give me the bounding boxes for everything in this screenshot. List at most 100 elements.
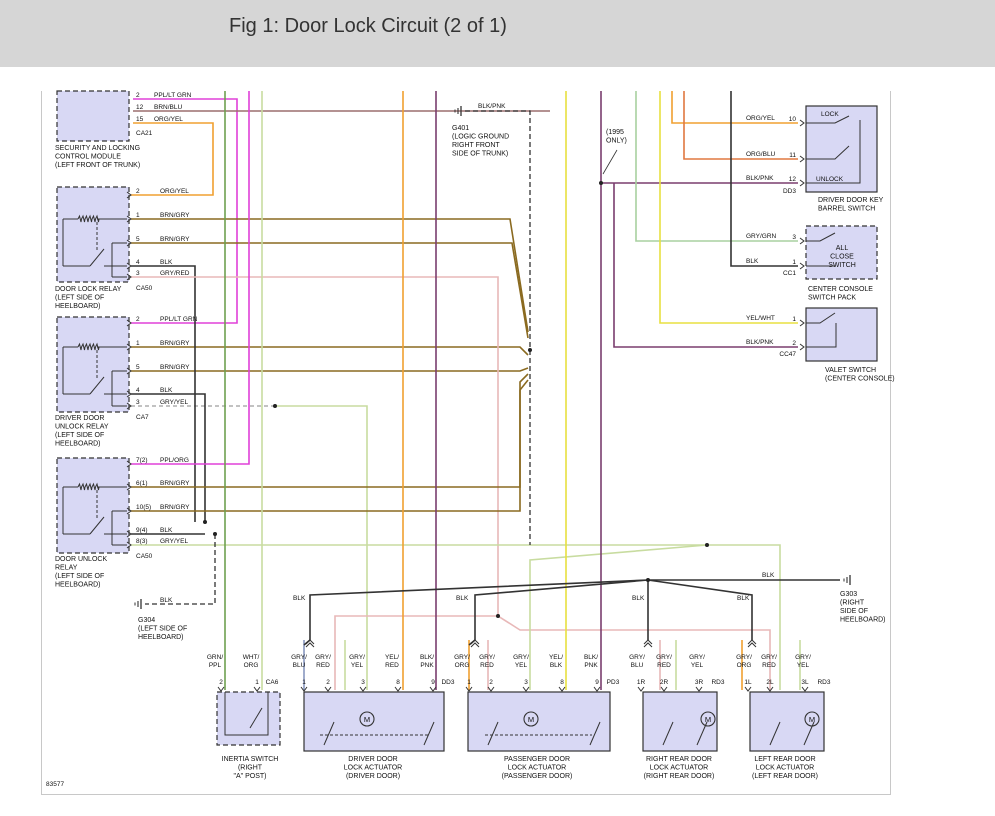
connector-arc	[305, 642, 315, 648]
center-console-caption: SWITCH PACK	[808, 295, 856, 302]
lr-actuator-connector-label: RD3	[817, 679, 830, 686]
driver-unlock-relay-wire-label: BRN/GRY	[160, 340, 190, 347]
key-barrel-connector-label: DD3	[783, 188, 796, 195]
wire-brn-gry	[131, 242, 529, 339]
passenger-door-actuator	[467, 691, 611, 752]
bottom-wire-label: RED	[657, 662, 671, 669]
key-barrel-pin-arrow	[799, 179, 805, 187]
left-rear-door-actuator-switch-blade	[769, 721, 781, 746]
bottom-pin-number: 1	[467, 679, 471, 686]
door-lock-relay-pin-arrow	[126, 273, 132, 281]
splice-dot	[705, 543, 709, 547]
key-switch-lead	[806, 120, 861, 184]
bottom-wire-label: RED	[762, 662, 776, 669]
ca21-pin-number: 12	[136, 104, 144, 111]
right-rear-door-actuator-motor-icon	[700, 711, 716, 727]
bottom-pin-number: 2	[326, 679, 330, 686]
bottom-wire-label: YEL	[797, 662, 810, 669]
wire-blk	[647, 579, 753, 640]
driver-unlock-relay-pin-number: 1	[136, 340, 140, 347]
security-module-caption: SECURITY AND LOCKING	[55, 145, 140, 152]
security-module	[56, 90, 130, 142]
door-unlock-relay-pin-number: 6(1)	[136, 480, 148, 487]
door-unlock-relay-pin-number: 8(3)	[136, 538, 148, 545]
door-unlock-relay-wire-label: BRN/GRY	[160, 504, 190, 511]
passenger-door-actuator-motor-icon	[523, 711, 539, 727]
bottom-wire-label: GRY/	[291, 654, 307, 661]
bottom-pin-arrow	[660, 686, 668, 692]
bottom-pin-arrow	[465, 686, 473, 692]
valet-wire-label: BLK/PNK	[746, 339, 774, 346]
bottom-pin-number: 1	[255, 679, 259, 686]
wire-gry-yel	[707, 544, 781, 690]
bottom-wire-label: BLK/	[584, 654, 598, 661]
bottom-wire-label: YEL	[515, 662, 528, 669]
bottom-pin-arrow	[359, 686, 367, 692]
wire-ppl-lt-grn	[131, 98, 238, 324]
header-bar: Fig 1: Door Lock Circuit (2 of 1)	[0, 0, 995, 67]
bottom-wire-label: GRY/	[656, 654, 672, 661]
bottom-pin-arrow	[593, 686, 601, 692]
driver-unlock-relay-pin-number: 3	[136, 399, 140, 406]
connector-arc	[305, 639, 315, 645]
connector-arc	[747, 642, 757, 648]
connector-arc	[470, 642, 480, 648]
wire-blk-pnk-logic	[465, 110, 531, 350]
driver-unlock-relay-pin-number: 4	[136, 387, 140, 394]
right-rear-actuator-caption: LOCK ACTUATOR	[650, 765, 708, 772]
bottom-wire-label: RED	[385, 662, 399, 669]
wire-gry-red	[131, 276, 771, 690]
g304-caption: G304	[138, 617, 155, 624]
bottom-pin-number: 2R	[660, 679, 669, 686]
bottom-pin-arrow	[300, 686, 308, 692]
bottom-pin-arrow	[522, 686, 530, 692]
bottom-pin-arrow	[766, 686, 774, 692]
all-close-connector-label: CC1	[783, 270, 796, 277]
bottom-pin-number: 9	[595, 679, 599, 686]
wire-org-blu	[683, 91, 798, 160]
door-lock-relay-pin-arrow	[126, 239, 132, 247]
driver-unlock-relay-caption: (LEFT SIDE OF	[55, 432, 104, 439]
bottom-pin-number: 3R	[695, 679, 704, 686]
passenger-actuator-caption: (PASSENGER DOOR)	[502, 773, 573, 780]
right-rear-actuator-caption: (RIGHT REAR DOOR)	[644, 773, 715, 780]
driver-unlock-relay-wire-label: PPL/LT GRN	[160, 316, 198, 323]
all-close-switch-label: SWITCH	[828, 262, 856, 269]
g303-caption: (RIGHT	[840, 600, 865, 607]
bus-wire-label: BLK	[737, 595, 750, 602]
bottom-pin-number: 3L	[801, 679, 809, 686]
driver-unlock-relay-switch-blade	[89, 376, 105, 395]
bottom-wire-label: RED	[316, 662, 330, 669]
wire-blk-g304	[145, 534, 216, 605]
inertia-switch-blade	[249, 707, 263, 729]
passenger-actuator-caption: PASSENGER DOOR	[504, 756, 570, 763]
wire-gry-yel	[275, 405, 368, 690]
valet-switch-caption: (CENTER CONSOLE)	[825, 376, 895, 383]
driver-door-actuator-switch-blade	[423, 721, 435, 746]
bottom-wire-label: BLK	[550, 662, 563, 669]
driver-door-actuator-switch-blade	[323, 721, 335, 746]
all-close-pin-arrow	[799, 237, 805, 245]
bottom-wire-label: ORG	[244, 662, 259, 669]
door-lock-relay-pin-arrow	[126, 191, 132, 199]
wire-ppl-org	[131, 91, 250, 465]
door-lock-relay-pin-arrow	[126, 262, 132, 270]
bottom-pin-number: 9	[431, 679, 435, 686]
left-rear-actuator-caption: (LEFT REAR DOOR)	[752, 773, 818, 780]
door-unlock-relay-caption: RELAY	[55, 565, 78, 572]
bottom-pin-number: 2L	[766, 679, 774, 686]
door-lock-relay-coil	[77, 214, 100, 223]
inertia-switch-caption: INERTIA SWITCH	[222, 756, 279, 763]
door-lock-relay-switch-blade	[89, 248, 105, 267]
key-barrel-wire-label: ORG/BLU	[746, 151, 776, 158]
bottom-pin-number: 1	[302, 679, 306, 686]
bottom-wire-label: YEL	[351, 662, 364, 669]
splice-dot	[646, 578, 650, 582]
bottom-wire-label: BLK/	[420, 654, 434, 661]
bottom-pin-arrow	[695, 686, 703, 692]
bottom-wire-label: GRY/	[315, 654, 331, 661]
passenger-door-actuator-switch-blade	[589, 721, 601, 746]
door-unlock-relay-pin-arrow	[126, 460, 132, 468]
note-1995: (1995	[606, 129, 624, 136]
